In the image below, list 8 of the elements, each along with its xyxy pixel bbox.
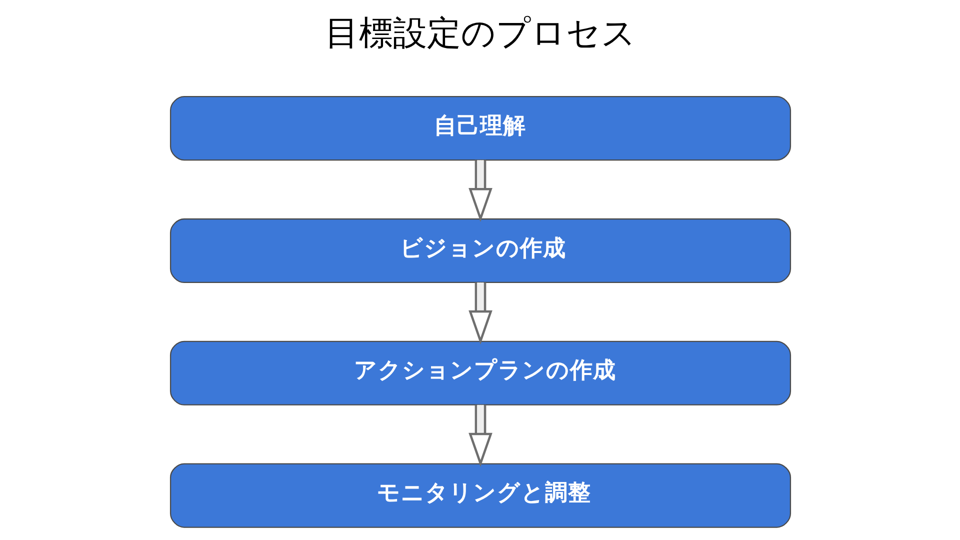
node-box: 自己理解 — [169, 96, 791, 161]
node-box: モニタリングと調整 — [169, 463, 791, 528]
arrow — [468, 404, 492, 467]
node-box: アクションプランの作成 — [169, 340, 791, 406]
arrow — [468, 160, 492, 222]
node-box: ビジョンの作成 — [169, 218, 791, 284]
arrow — [468, 282, 492, 344]
diagram-title: 目標設定のプロセス — [324, 13, 636, 54]
